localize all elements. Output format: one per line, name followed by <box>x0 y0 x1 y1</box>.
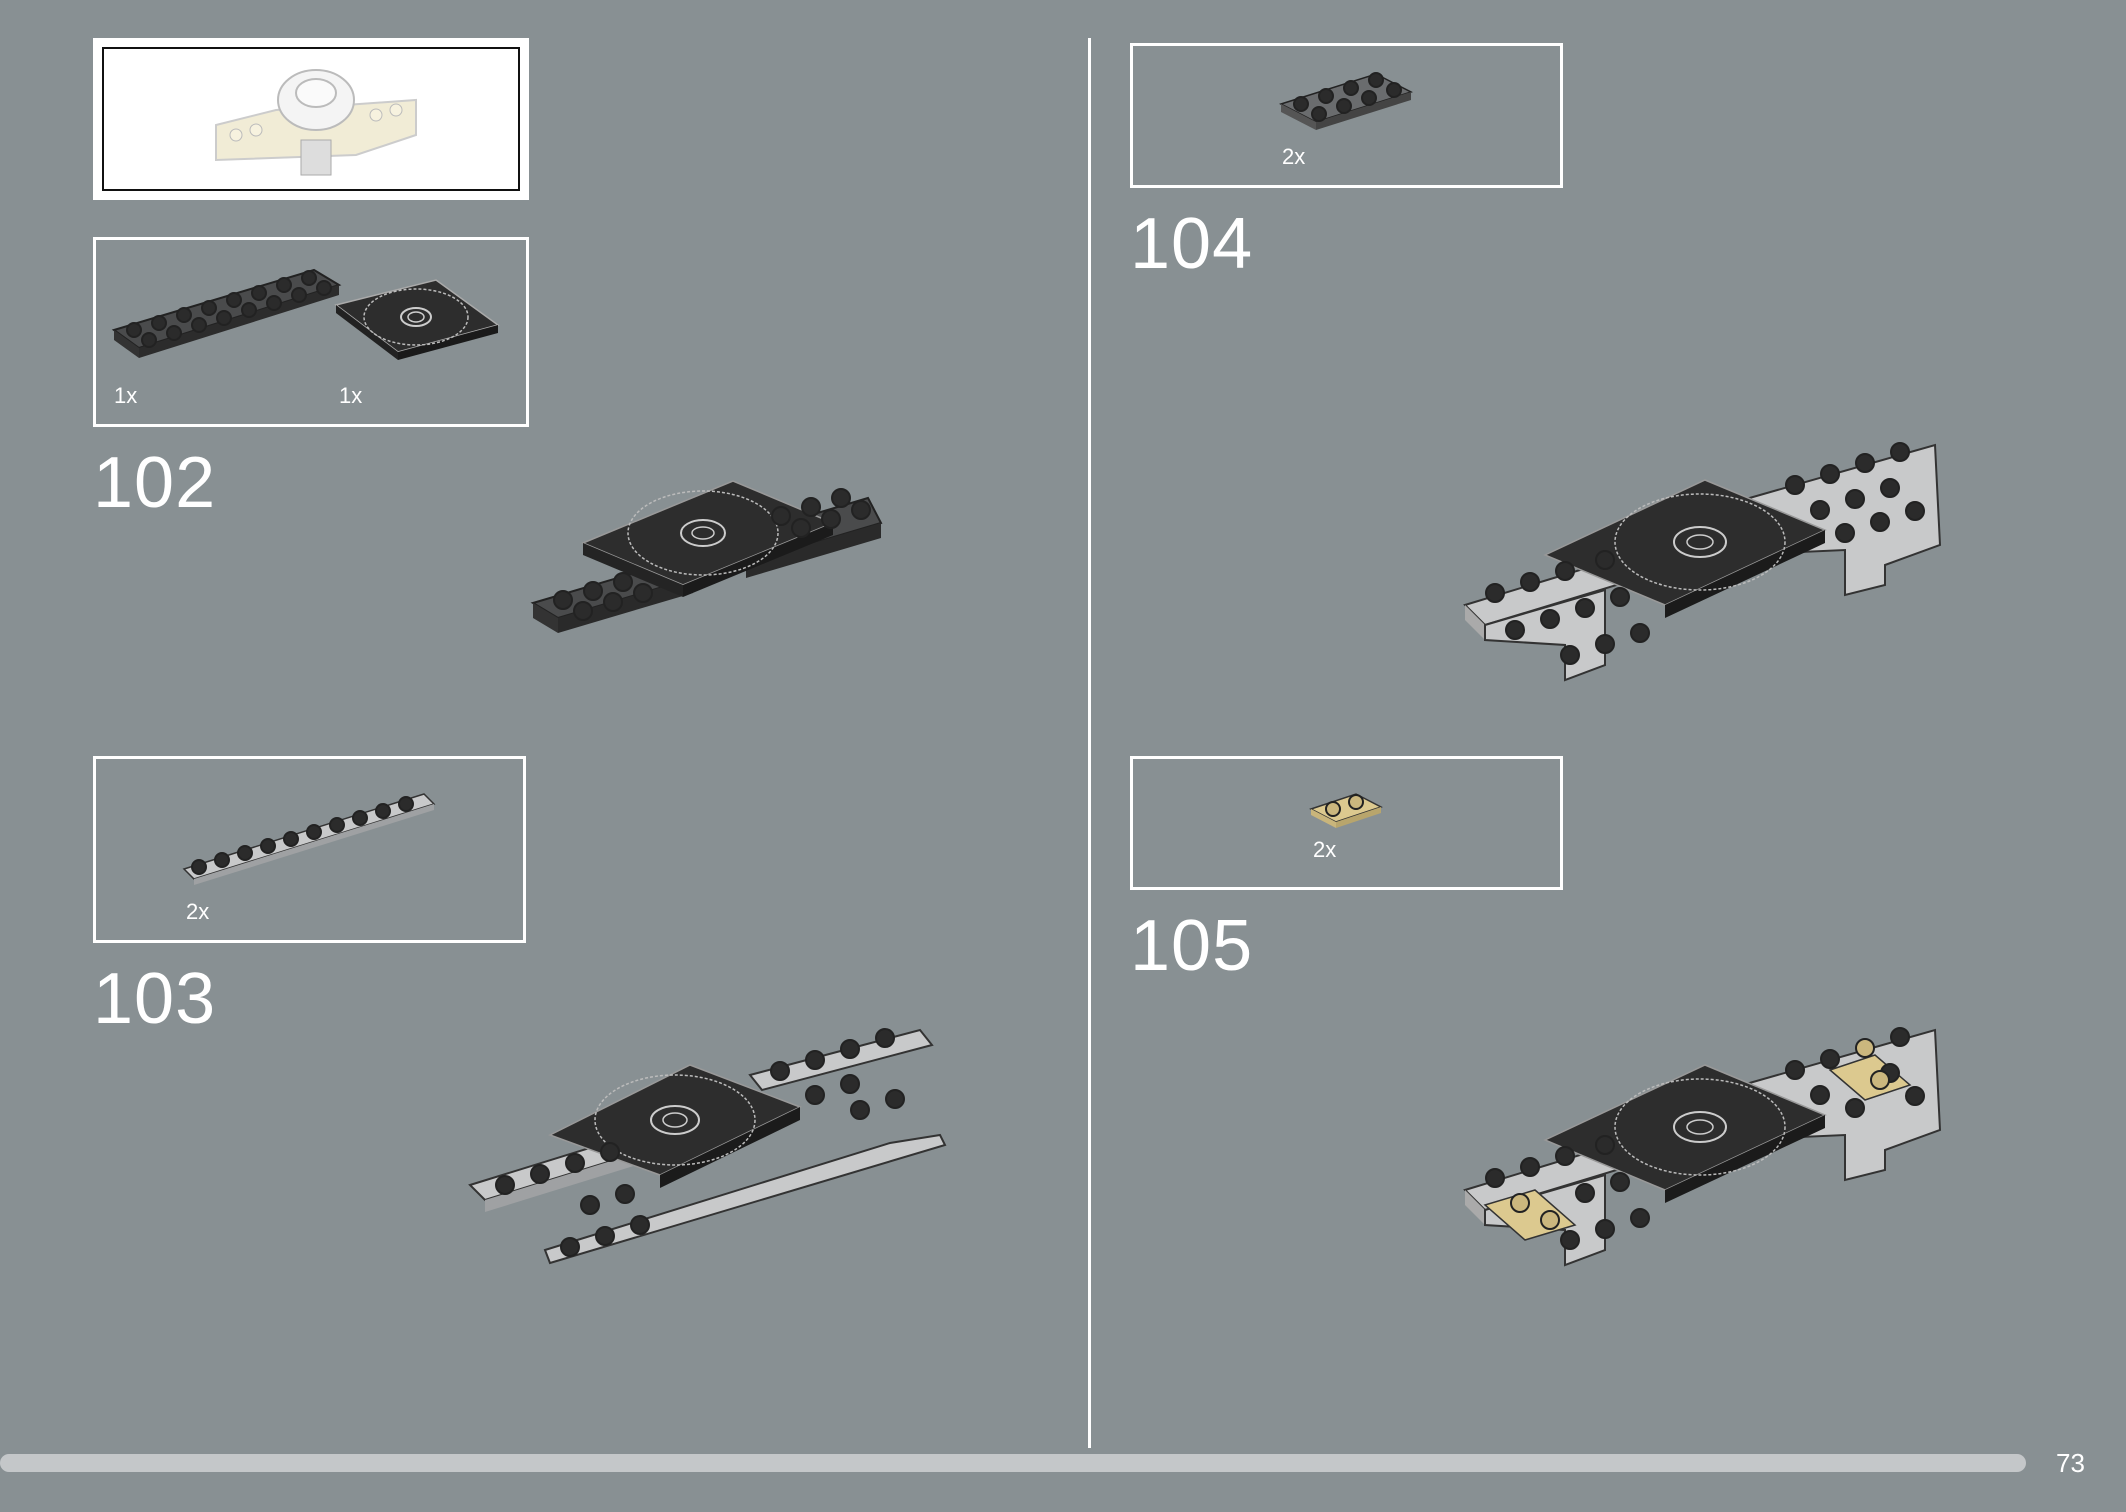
step-number-105: 105 <box>1130 906 1254 986</box>
part-quantity: 1x <box>339 383 363 408</box>
turntable-plate-icon <box>334 279 500 360</box>
light-plate-1x10-icon <box>182 793 436 885</box>
progress-bar <box>0 1454 2026 1472</box>
step-102-model-illustration <box>530 480 883 633</box>
dark-plate-2x4-icon <box>1279 72 1413 130</box>
parts-list-step-105: 2x <box>1130 756 1563 890</box>
parts-list-step-102: 1x 1x <box>93 237 529 427</box>
part-quantity: 2x <box>1313 837 1337 862</box>
page-number: 73 <box>2056 1448 2085 1478</box>
step-105-model-illustration <box>1463 1027 1942 1267</box>
part-quantity: 2x <box>186 899 210 924</box>
part-quantity: 2x <box>1282 144 1306 169</box>
step-103-model-illustration <box>468 1028 947 1265</box>
parts-list-step-103: 2x <box>93 756 526 943</box>
step-number-102: 102 <box>93 443 217 523</box>
part-quantity: 1x <box>114 383 138 408</box>
subassembly-preview-icon <box>215 69 417 176</box>
step-number-103: 103 <box>93 959 217 1039</box>
tan-plate-1x2-icon <box>1309 793 1383 828</box>
step-104-model-illustration <box>1463 442 1942 682</box>
parts-list-step-104: 2x <box>1130 43 1563 188</box>
step-number-104: 104 <box>1130 204 1254 284</box>
subassembly-callout <box>93 38 529 200</box>
subassembly-frame <box>102 47 520 191</box>
page-divider <box>1088 38 1091 1448</box>
dark-plate-2x8-icon <box>111 268 342 358</box>
